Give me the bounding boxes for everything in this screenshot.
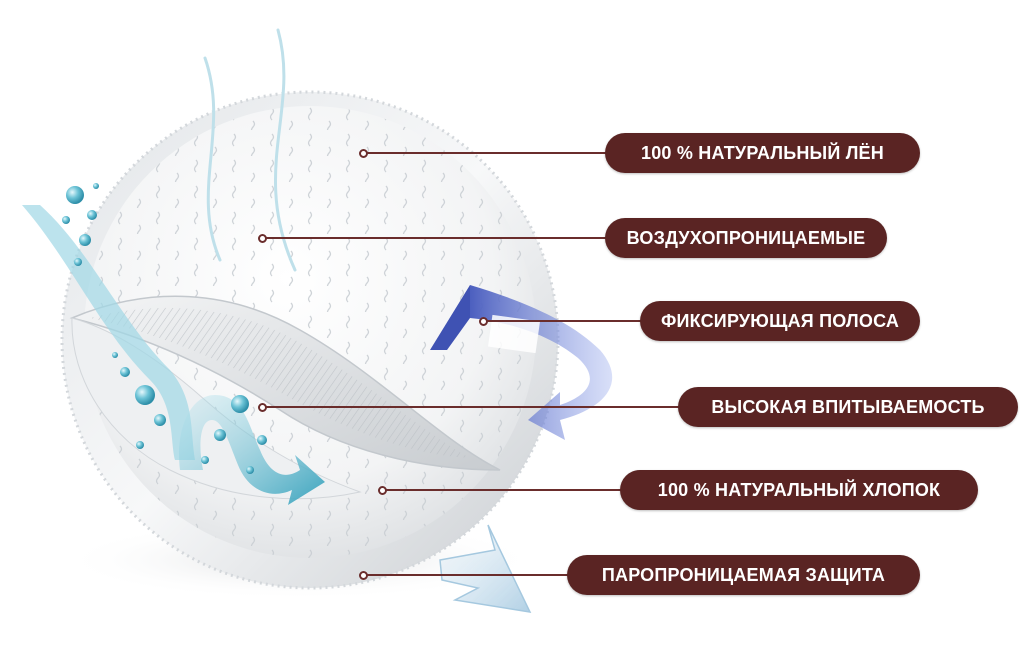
callout-label-absorbency: ВЫСОКАЯ ВПИТЫВАЕМОСТЬ [678,387,1018,427]
water-bubbles [62,183,267,474]
callout-label-linen: 100 % НАТУРАЛЬНЫЙ ЛЁН [605,133,920,173]
anchor-dot-linen [359,149,368,158]
leader-line-cotton [382,489,624,491]
leader-line-breathable [262,237,609,239]
vapor-arrow [439,524,532,613]
leader-line-absorbency [262,406,682,408]
anchor-dot-cotton [378,486,387,495]
anchor-dot-absorbency [258,403,267,412]
anchor-dot-vapor-protection [359,571,368,580]
callout-label-breathable: ВОЗДУХОПРОНИЦАЕМЫЕ [605,218,887,258]
water-stream [22,205,195,460]
callout-label-vapor-protection: ПАРОПРОНИЦАЕМАЯ ЗАЩИТА [567,555,920,595]
leader-line-linen [363,152,609,154]
callout-label-cotton: 100 % НАТУРАЛЬНЫЙ ХЛОПОК [620,470,978,510]
leader-line-fixing-strip [483,320,644,322]
anchor-dot-fixing-strip [479,317,488,326]
leader-line-vapor-protection [363,574,571,576]
air-stream [203,56,222,262]
callout-label-fixing-strip: ФИКСИРУЮЩАЯ ПОЛОСА [640,301,920,341]
anchor-dot-breathable [258,234,267,243]
